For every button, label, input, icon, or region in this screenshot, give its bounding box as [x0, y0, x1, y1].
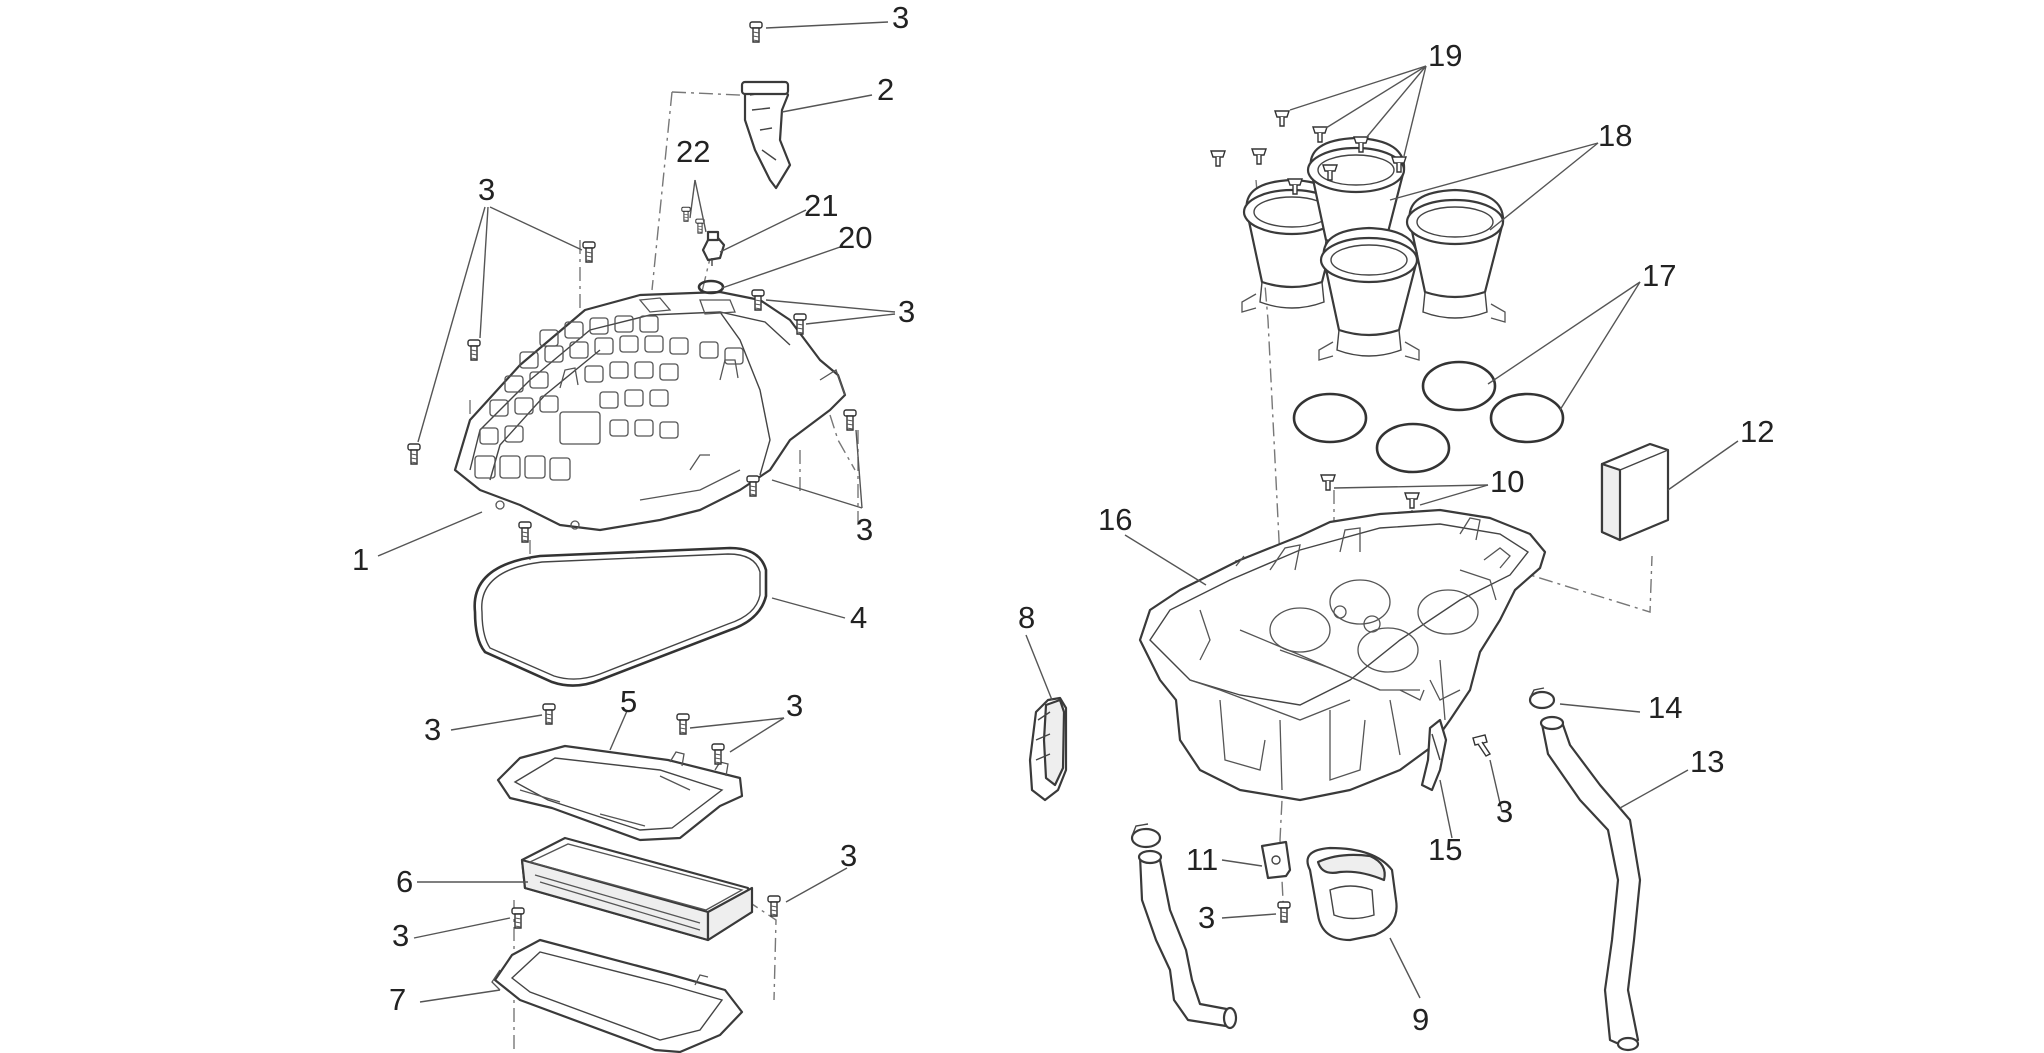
callout-4: 4 [850, 600, 867, 635]
callout-11: 11 [1186, 842, 1218, 877]
callout-22: 22 [676, 134, 710, 169]
cover-gasket-inner [481, 553, 761, 680]
callout-9: 9 [1412, 1002, 1429, 1037]
callout-1: 1 [352, 542, 369, 577]
callout-7: 7 [389, 982, 406, 1017]
cover-bracket [740, 80, 792, 190]
callout-3: 3 [840, 838, 857, 873]
callout-3: 3 [898, 294, 915, 329]
callout-3: 3 [892, 0, 909, 35]
callout-14: 14 [1648, 690, 1682, 725]
bracket-screw [1277, 901, 1291, 923]
callout-3: 3 [1496, 794, 1513, 829]
velocity-stacks [1241, 136, 1506, 361]
callout-3: 3 [392, 918, 409, 953]
leader-lines [377, 21, 1739, 1003]
sensor [701, 230, 726, 266]
callout-13: 13 [1690, 744, 1724, 779]
callout-2: 2 [877, 72, 894, 107]
callout-16: 16 [1098, 502, 1132, 537]
velocity-stack [1318, 226, 1420, 361]
airbox-cover [453, 290, 847, 532]
hose-clip [1420, 718, 1448, 792]
callout-labels: 3 2 22 21 20 3 3 3 1 4 3 5 3 6 3 3 7 19 … [352, 0, 1774, 1037]
clip-bolt [1472, 734, 1491, 757]
callout-3: 3 [478, 172, 495, 207]
o-rings [1292, 360, 1565, 474]
callout-21: 21 [804, 188, 838, 223]
drain-hose-left [1137, 849, 1238, 1030]
callout-17: 17 [1642, 258, 1676, 293]
callout-15: 15 [1428, 832, 1462, 867]
callout-10: 10 [1490, 464, 1524, 499]
small-screw [681, 206, 691, 222]
callout-3: 3 [1198, 900, 1215, 935]
callout-20: 20 [838, 220, 872, 255]
drain-hose-right [1539, 715, 1642, 1052]
callout-19: 19 [1428, 38, 1462, 73]
callout-3: 3 [424, 712, 441, 747]
small-screw [695, 218, 705, 234]
air-filter [520, 836, 754, 942]
hose-clamp-left [1130, 823, 1162, 849]
callout-3: 3 [786, 688, 803, 723]
callout-8: 8 [1018, 600, 1035, 635]
intake-snorkel [1306, 846, 1398, 942]
airbox-base [1138, 508, 1547, 802]
cover-gasket [473, 546, 768, 687]
velocity-stack [1405, 188, 1506, 323]
callout-5: 5 [620, 684, 637, 719]
hose-clamp [1528, 687, 1556, 710]
callout-12: 12 [1740, 414, 1774, 449]
callout-6: 6 [396, 864, 413, 899]
base-screws [1320, 474, 1420, 509]
filter-frame [496, 744, 744, 842]
foam-block [1600, 442, 1670, 542]
callout-18: 18 [1598, 118, 1632, 153]
small-bracket [1260, 840, 1292, 880]
rubber-duct [1028, 696, 1068, 802]
callout-3: 3 [856, 512, 873, 547]
lower-frame [491, 938, 744, 1053]
